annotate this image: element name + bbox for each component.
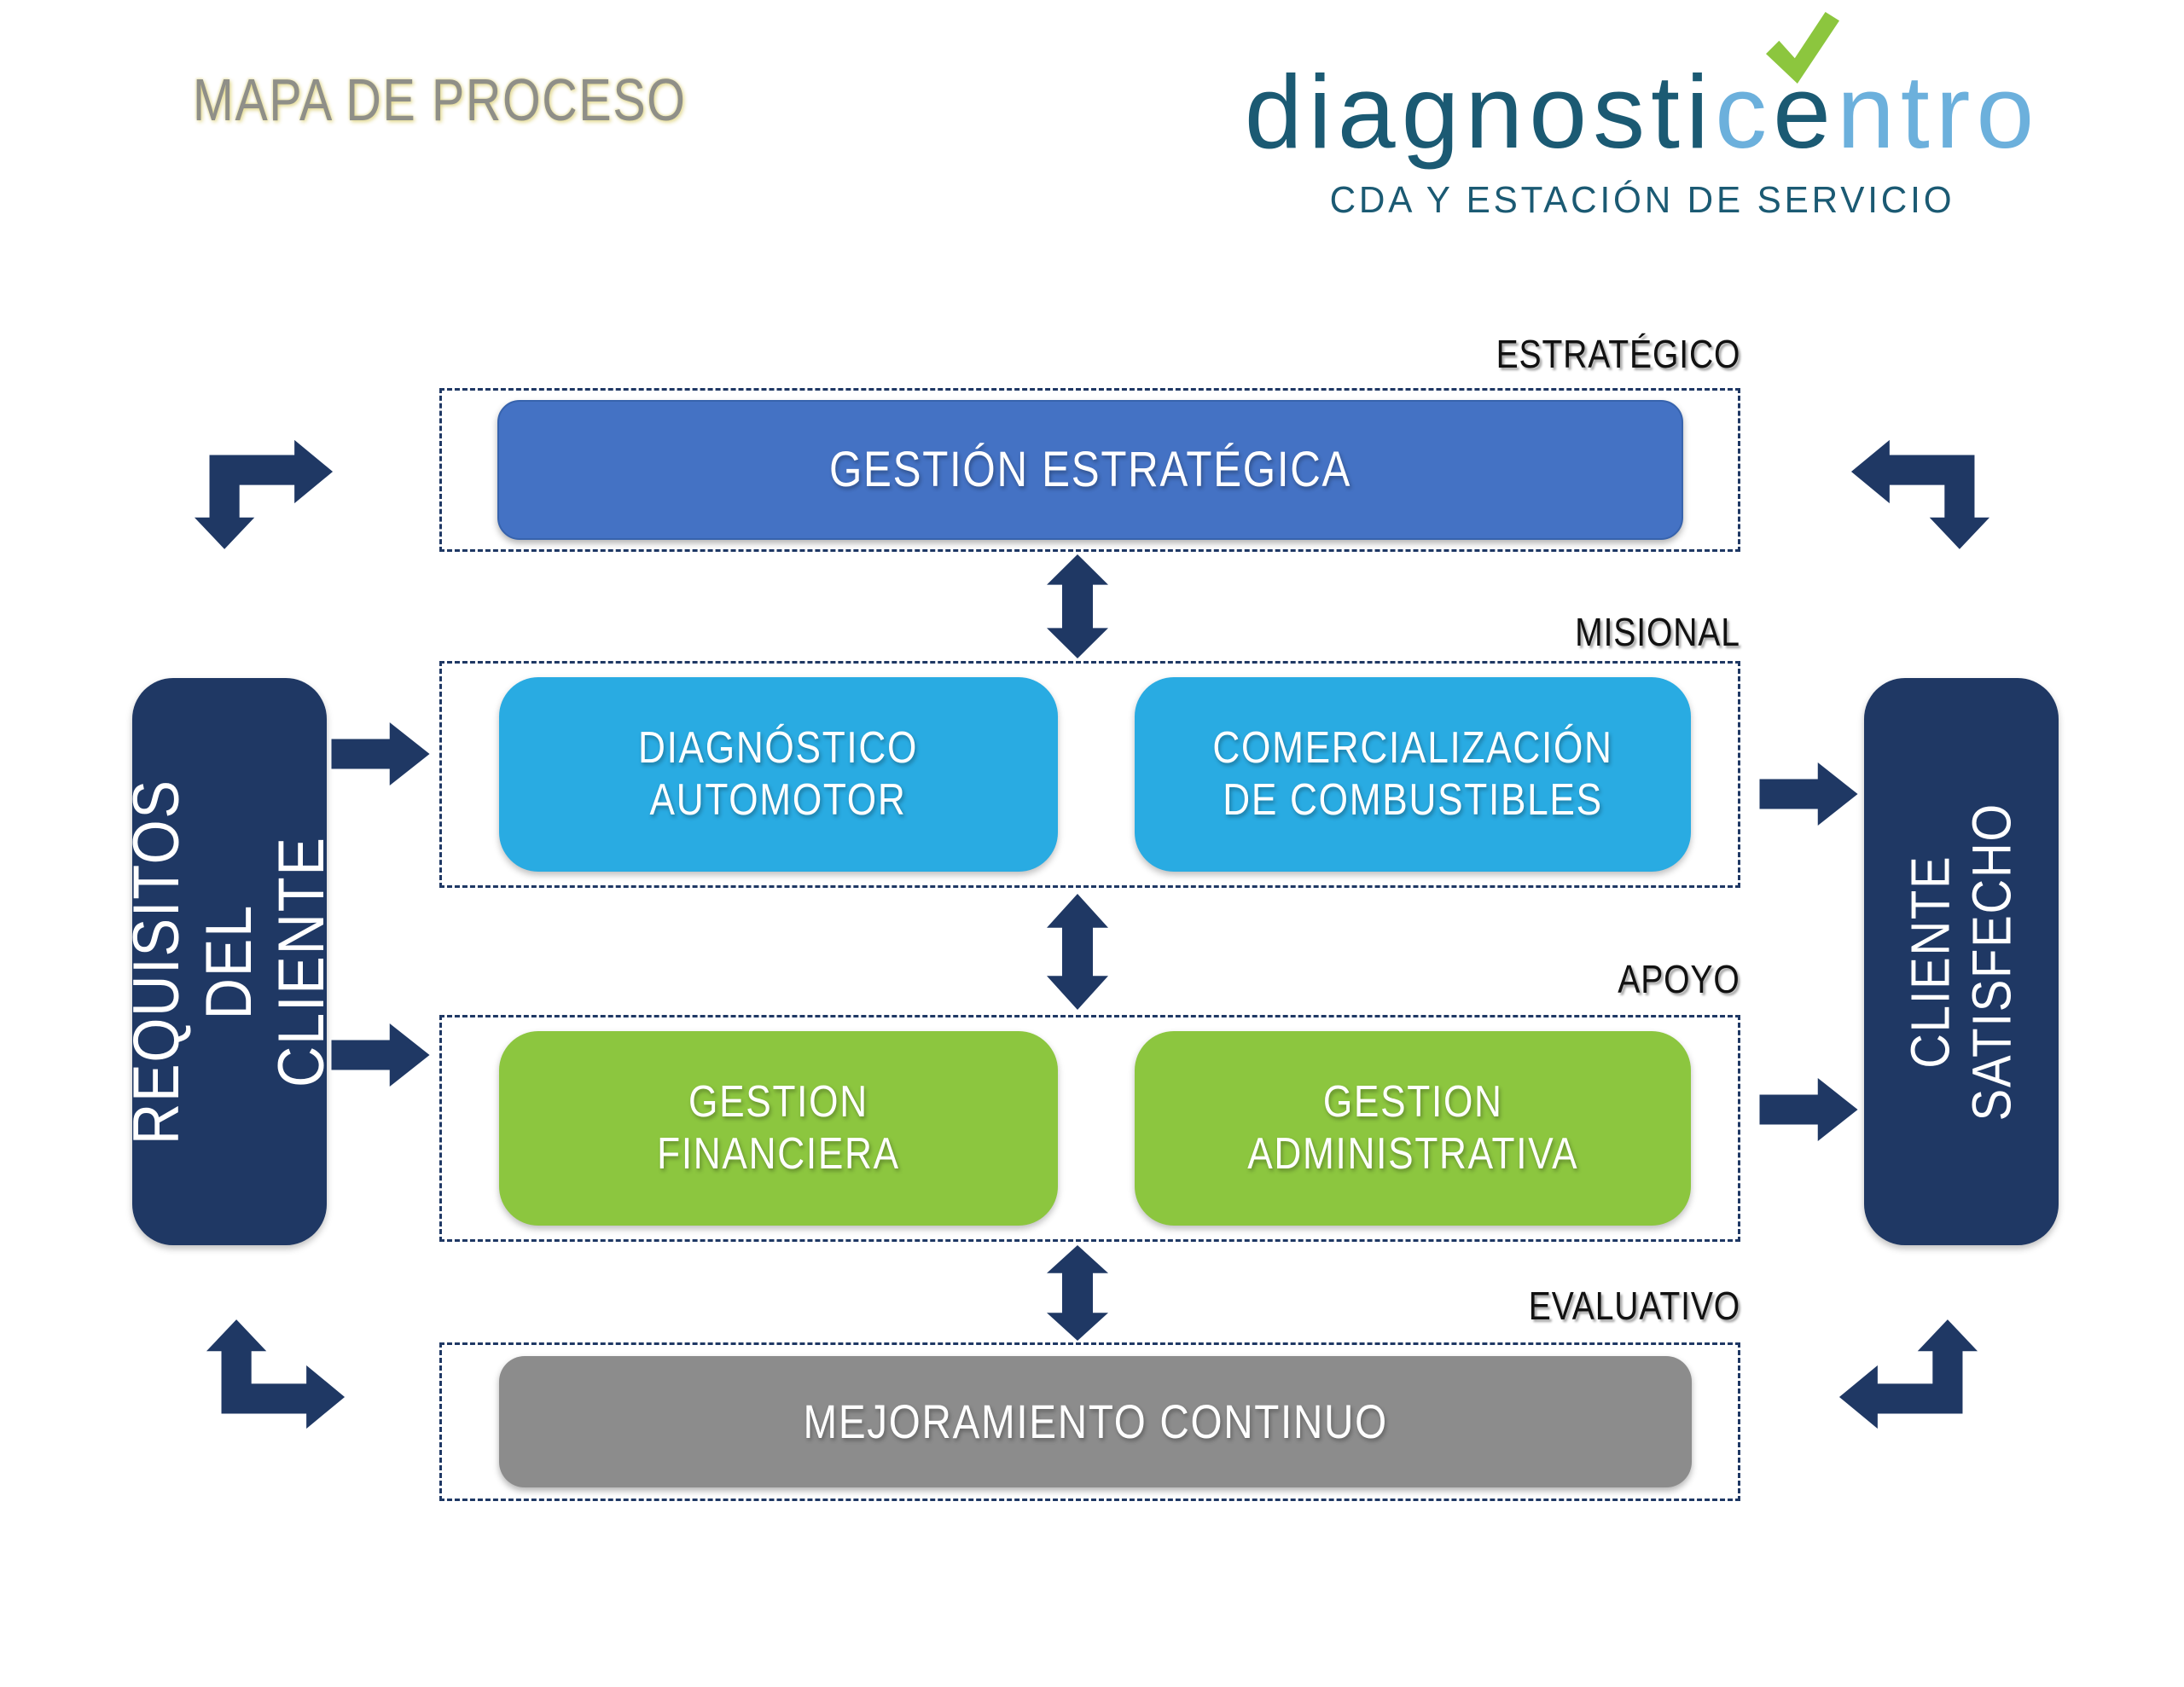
dashed-zone-misional xyxy=(439,661,1740,888)
elbow-arrow-bottom-left-icon xyxy=(206,1319,346,1429)
process-box-diagnostico-automotor: DIAGNÓSTICO AUTOMOTOR xyxy=(499,677,1058,872)
process-box-label: GESTION FINANCIERA xyxy=(657,1076,900,1179)
dashed-zone-apoyo xyxy=(439,1015,1740,1242)
elbow-arrow-top-left-icon xyxy=(194,439,334,549)
vertical-double-arrow-estrategico-misional-icon xyxy=(1047,554,1108,658)
section-label-estrategico: ESTRATÉGICO xyxy=(1496,332,1740,376)
right-arrow-misional-cliente-icon xyxy=(1759,762,1858,826)
dashed-zone-evaluativo xyxy=(439,1342,1740,1501)
elbow-arrow-bottom-right-icon xyxy=(1838,1319,1978,1429)
right-arrow-left-misional-icon xyxy=(331,722,430,786)
side-box-requisitos-cliente: REQUISITOS DEL CLIENTE xyxy=(120,678,339,1245)
logo-text-dark-1: diagnosti xyxy=(1244,54,1716,170)
process-box-mejoramiento-continuo: MEJORAMIENTO CONTINUO xyxy=(499,1356,1692,1487)
logo-text-light-1: c xyxy=(1715,54,1774,170)
process-box-label: COMERCIALIZACIÓN DE COMBUSTIBLES xyxy=(1212,722,1613,825)
process-box-gestion-estrategica: GESTIÓN ESTRATÉGICA xyxy=(497,400,1683,540)
elbow-arrow-top-right-icon xyxy=(1850,439,1990,549)
process-box-gestion-administrativa: GESTION ADMINISTRATIVA xyxy=(1135,1031,1691,1226)
section-label-misional: MISIONAL xyxy=(1575,610,1740,654)
logo-text-light-2: ntro xyxy=(1836,54,2041,170)
process-box-label: GESTIÓN ESTRATÉGICA xyxy=(828,441,1352,497)
right-arrow-left-apoyo-icon xyxy=(331,1023,430,1087)
process-box-label: MEJORAMIENTO CONTINUO xyxy=(803,1394,1388,1448)
process-box-label: GESTION ADMINISTRATIVA xyxy=(1246,1076,1579,1179)
check-icon xyxy=(1766,12,1840,84)
dashed-zone-estrategico xyxy=(439,388,1740,552)
side-box-label: REQUISITOS DEL CLIENTE xyxy=(120,779,339,1145)
process-box-gestion-financiera: GESTION FINANCIERA xyxy=(499,1031,1058,1226)
side-box-cliente-satisfecho: CLIENTE SATISFECHO xyxy=(1864,678,2059,1245)
right-arrow-apoyo-cliente-icon xyxy=(1759,1077,1858,1142)
section-label-apoyo: APOYO xyxy=(1618,957,1740,1001)
process-box-comercializacion-combustibles: COMERCIALIZACIÓN DE COMBUSTIBLES xyxy=(1135,677,1691,872)
side-box-label: CLIENTE SATISFECHO xyxy=(1899,802,2022,1122)
logo-subtitle: CDA Y ESTACIÓN DE SERVICIO xyxy=(1329,179,1955,222)
vertical-double-arrow-apoyo-evaluativo-icon xyxy=(1047,1245,1108,1341)
section-label-evaluativo: EVALUATIVO xyxy=(1528,1284,1740,1328)
page-title: MAPA DE PROCESO xyxy=(193,67,687,133)
process-box-label: DIAGNÓSTICO AUTOMOTOR xyxy=(638,722,919,825)
vertical-double-arrow-misional-apoyo-icon xyxy=(1047,894,1108,1010)
